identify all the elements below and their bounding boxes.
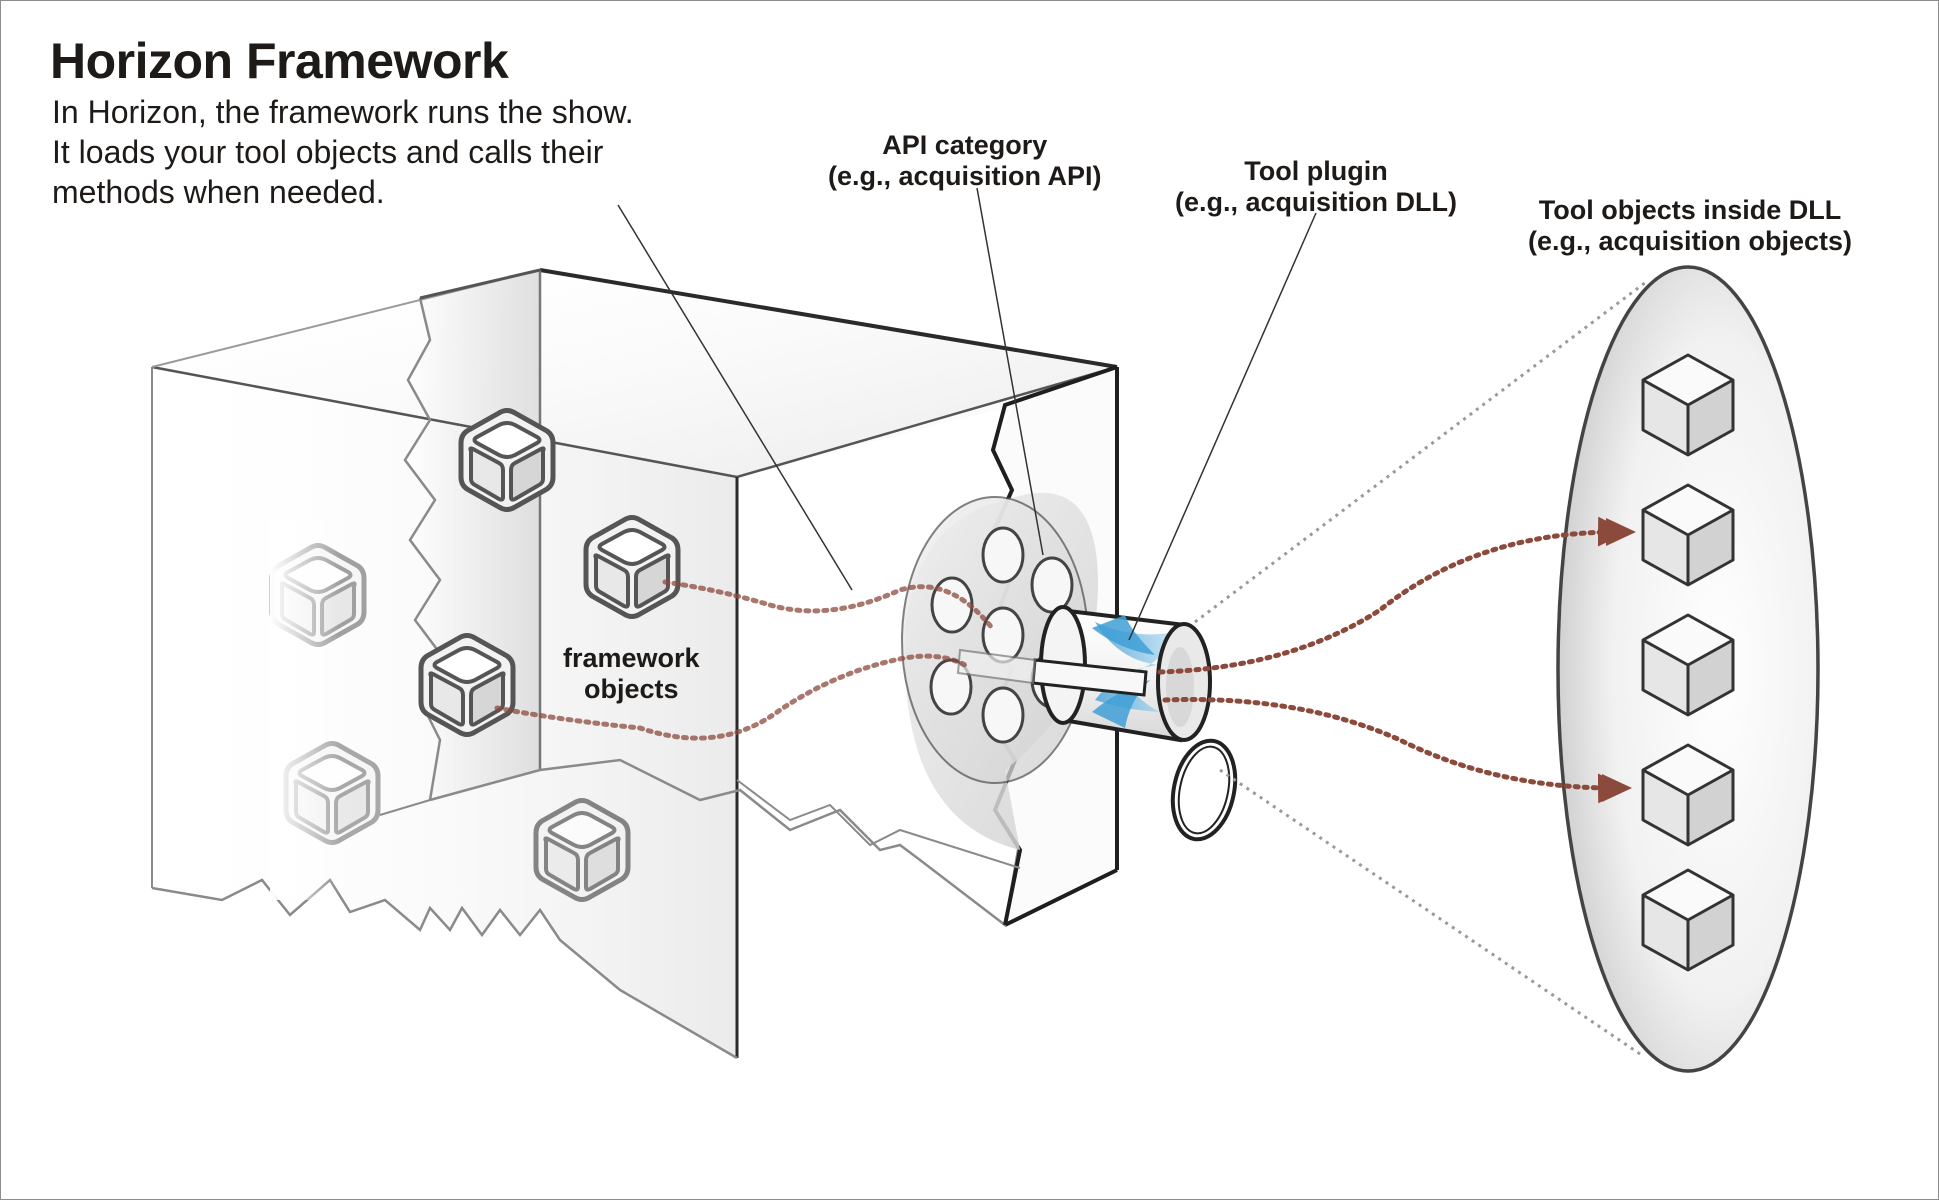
leader-line-plugin (1128, 212, 1317, 641)
tool-objects-ellipse (1556, 265, 1820, 1073)
leader-line-description (617, 204, 853, 591)
label-framework-objects-line-2: objects (584, 674, 679, 704)
leader-line-api (976, 187, 1044, 556)
call-arrows (494, 516, 1628, 804)
label-api-category-line-2: (e.g., acquisition API) (828, 161, 1102, 191)
page-title: Horizon Framework (50, 33, 509, 89)
label-tool-plugin-line-1: Tool plugin (1244, 156, 1388, 186)
label-framework-objects-line-1: framework (563, 643, 700, 673)
label-tool-objects-line-2: (e.g., acquisition objects) (1528, 226, 1853, 256)
framework-cube-4 (421, 636, 513, 735)
arrowheads (1602, 518, 1636, 802)
leader-lines (617, 187, 1317, 641)
label-tool-plugin-line-2: (e.g., acquisition DLL) (1175, 187, 1457, 217)
description-text: In Horizon, the framework runs the show.… (52, 94, 634, 210)
label-tool-plugin: Tool plugin (e.g., acquisition DLL) (1175, 156, 1457, 218)
label-tool-objects-line-1: Tool objects inside DLL (1538, 195, 1842, 225)
cube-fade-overlay (270, 520, 340, 900)
call-path-4 (1162, 697, 1628, 804)
label-api-category: API category (e.g., acquisition API) (828, 130, 1102, 192)
label-api-category-line-1: API category (882, 130, 1048, 160)
framework-cube-2 (586, 518, 678, 617)
arrowhead-lower (1602, 774, 1632, 802)
call-path-3 (1157, 516, 1628, 675)
label-tool-objects: Tool objects inside DLL (e.g., acquisiti… (1528, 195, 1852, 257)
arrowhead-upper (1606, 518, 1636, 546)
framework-cube-1 (461, 411, 553, 510)
label-framework-objects: framework objects (563, 643, 700, 705)
call-path-2 (494, 653, 968, 741)
projection-lines (1194, 280, 1647, 1056)
box-top-face (152, 270, 1117, 477)
framework-object-cubes (270, 411, 678, 901)
framework-cube-6 (536, 801, 628, 900)
call-path-1 (662, 579, 995, 631)
tool-plugin-tube (956, 605, 1238, 842)
